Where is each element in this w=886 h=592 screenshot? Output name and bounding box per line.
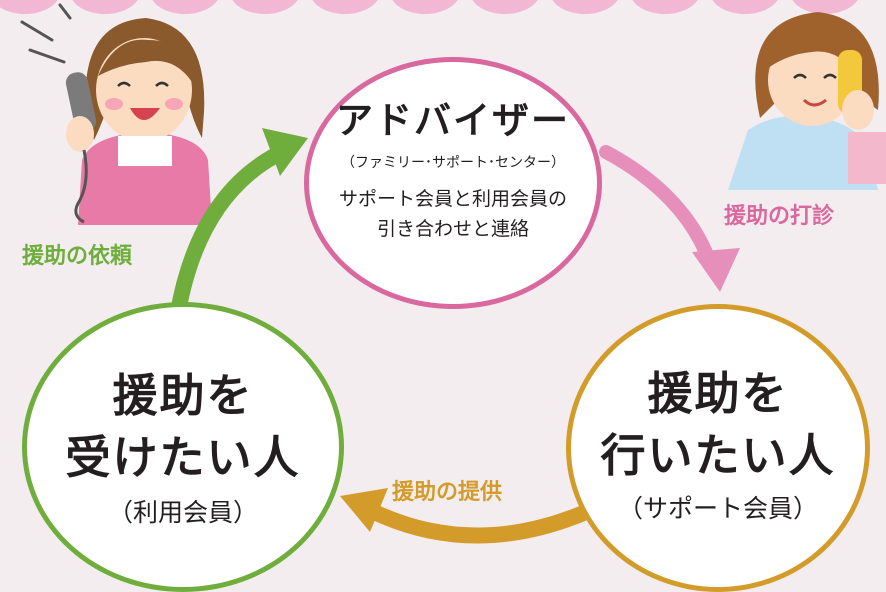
receiver-title-line2: 受けたい人	[65, 431, 301, 484]
adviser-desc-line2: 引き合わせと連絡	[376, 218, 529, 240]
provider-subtitle: （サポート会員）	[617, 494, 818, 523]
woman-on-phone-right-illustration	[728, 12, 886, 190]
receiver-title-line1: 援助を	[112, 369, 254, 422]
request-arrow	[170, 142, 294, 320]
provider-title-line2: 行いたい人	[600, 429, 836, 482]
woman-on-phone-left-illustration	[20, 3, 212, 225]
adviser-subtitle: （ファミリー･サポート･センター）	[341, 155, 565, 171]
receiver-subtitle: （利用会員）	[107, 498, 258, 527]
adviser-desc-line1: サポート会員と利用会員の	[338, 188, 567, 210]
request-arrowhead	[262, 128, 308, 176]
scallop	[390, 0, 460, 14]
receiver-node: 援助を 受けたい人 （利用会員）	[22, 302, 344, 592]
inquiry-label: 援助の打診	[724, 204, 835, 229]
provide-label: 援助の提供	[392, 480, 503, 505]
provider-node: 援助を 行いたい人 （サポート会員）	[566, 304, 870, 592]
inquiry-arrow	[599, 145, 719, 275]
scallop	[470, 0, 540, 14]
scallop	[70, 0, 140, 14]
adviser-node: アドバイザー （ファミリー･サポート･センター） サポート会員と利用会員の 引き…	[304, 57, 602, 309]
scallop	[230, 0, 300, 14]
request-label: 援助の依頼	[22, 244, 133, 269]
adviser-title: アドバイザー	[336, 99, 570, 142]
inquiry-arrowhead	[692, 248, 740, 292]
scallop	[150, 0, 220, 14]
scallop	[310, 0, 380, 14]
scallop	[630, 0, 700, 14]
provide-arrowhead	[340, 488, 388, 532]
scallop	[790, 0, 860, 14]
provider-title-line1: 援助を	[647, 367, 789, 420]
provide-arrow	[362, 502, 594, 544]
scallop	[550, 0, 620, 14]
scallop	[710, 0, 780, 14]
